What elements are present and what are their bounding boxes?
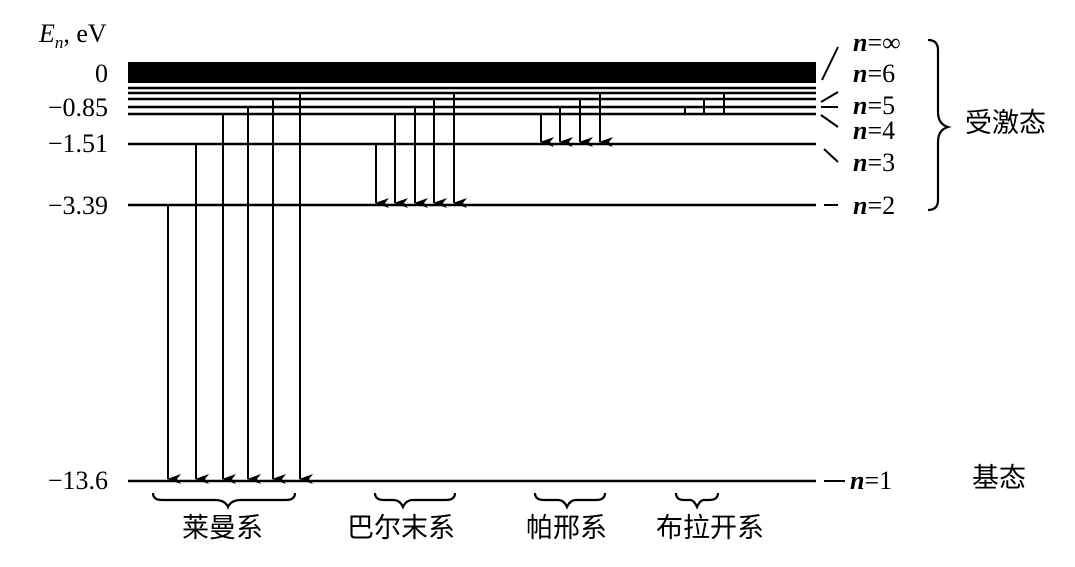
tick-label-n085: −0.85 <box>47 93 108 122</box>
paschen-arrows <box>540 93 613 147</box>
y-axis-title: En, eV <box>39 19 107 53</box>
level-label-n1: n=1 <box>850 468 892 494</box>
level-label-n6: n=6 <box>853 61 895 87</box>
tick-label-0: 0 <box>95 59 108 88</box>
ground-state-label: 基态 <box>972 463 1026 494</box>
tick-label-n151: −1.51 <box>47 129 108 158</box>
tick-label-n339: −3.39 <box>47 191 108 220</box>
balmer-series-label: 巴尔末系 <box>347 513 455 544</box>
n-val: =6 <box>867 59 896 88</box>
lyman-brace <box>151 492 297 510</box>
paschen-brace <box>533 492 607 510</box>
n-var: n <box>853 59 868 88</box>
lyman-series-label: 莱曼系 <box>182 513 263 544</box>
n-val: =2 <box>867 191 896 220</box>
level-label-n3: n=3 <box>853 150 895 176</box>
n-val: =5 <box>867 91 896 120</box>
series-braces <box>151 492 720 510</box>
brackett-series-label: 布拉开系 <box>656 513 764 544</box>
n-var: n <box>850 466 865 495</box>
n-var: n <box>853 191 868 220</box>
continuum-band <box>128 62 816 83</box>
label-leader-lines <box>820 46 845 482</box>
n-var: n <box>853 116 868 145</box>
n-val: =∞ <box>867 28 901 57</box>
level-label-n-inf: n=∞ <box>853 30 901 56</box>
n-val: =1 <box>864 466 893 495</box>
brackett-arrows <box>684 93 725 114</box>
n-var: n <box>853 91 868 120</box>
balmer-brace <box>373 492 457 510</box>
n-val: =3 <box>867 148 896 177</box>
paschen-series-label: 帕邢系 <box>526 513 607 544</box>
energy-levels <box>128 86 816 483</box>
brackett-brace <box>674 492 720 510</box>
excited-states-brace <box>927 38 952 212</box>
level-label-n5: n=5 <box>853 93 895 119</box>
tick-label-n136: −13.6 <box>47 466 108 495</box>
excited-state-label: 受激态 <box>965 108 1046 139</box>
n-var: n <box>853 28 868 57</box>
n-val: =4 <box>867 116 896 145</box>
level-label-n2: n=2 <box>853 193 895 219</box>
y-axis-title-unit: , eV <box>63 19 107 48</box>
y-axis-title-symbol: E <box>39 19 55 48</box>
y-axis-title-subscript: n <box>54 33 64 53</box>
level-label-n4: n=4 <box>853 118 895 144</box>
n-var: n <box>853 148 868 177</box>
lyman-arrows <box>167 93 313 484</box>
balmer-arrows <box>375 93 467 208</box>
